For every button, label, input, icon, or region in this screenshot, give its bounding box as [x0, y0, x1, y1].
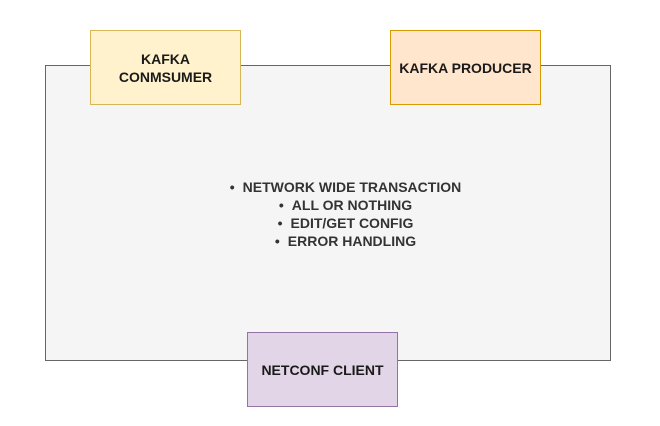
- kafka-consumer-node: KAFKA CONMSUMER: [90, 30, 241, 105]
- feature-item: NETWORK WIDE TRANSACTION: [45, 178, 646, 196]
- feature-item: ERROR HANDLING: [45, 232, 646, 250]
- kafka-producer-label: KAFKA PRODUCER: [399, 59, 532, 76]
- feature-item: EDIT/GET CONFIG: [45, 214, 646, 232]
- netconf-client-node: NETCONF CLIENT: [247, 332, 398, 407]
- feature-item: ALL OR NOTHING: [45, 196, 646, 214]
- feature-list: NETWORK WIDE TRANSACTION ALL OR NOTHING …: [45, 178, 646, 250]
- kafka-consumer-label: KAFKA CONMSUMER: [118, 50, 213, 85]
- kafka-producer-node: KAFKA PRODUCER: [390, 30, 541, 105]
- netconf-client-label: NETCONF CLIENT: [261, 361, 384, 378]
